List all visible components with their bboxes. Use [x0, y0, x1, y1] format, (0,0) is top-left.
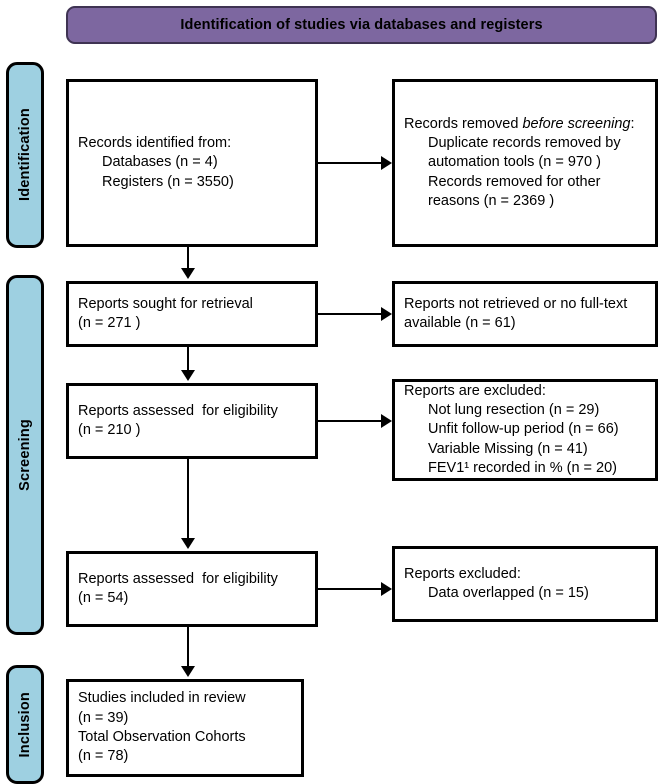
- reports-excluded-first-heading: Reports are excluded:: [404, 382, 546, 399]
- connector-identified-to-removed: [318, 162, 384, 164]
- reports-excluded-first-item3: Variable Missing (n = 41): [428, 440, 588, 457]
- reports-excluded-second-item1: Data overlapped (n = 15): [428, 585, 589, 601]
- studies-included-line1: Studies included in review: [78, 690, 246, 707]
- box-records-removed: Records removed before screening: Duplic…: [392, 79, 658, 247]
- box-reports-not-retrieved: Reports not retrieved or no full-text av…: [392, 281, 658, 347]
- box-studies-included: Studies included in review (n = 39) Tota…: [66, 679, 304, 777]
- reports-not-retrieved-line1: Reports not retrieved or no full-text av…: [404, 295, 632, 331]
- box-reports-assessed-second: Reports assessed for eligibility (n = 54…: [66, 551, 318, 627]
- studies-included-count: (n = 39): [78, 709, 129, 726]
- records-identified-line1: Records identified from:: [78, 135, 232, 152]
- records-removed-heading-a: Records removed: [404, 115, 523, 132]
- connector-assessed-second-to-excluded-second-arrowhead-icon: [381, 582, 392, 596]
- reports-assessed-second-count: (n = 54): [78, 590, 129, 606]
- box-reports-assessed-first: Reports assessed for eligibility (n = 21…: [66, 383, 318, 459]
- stage-band-identification-label: Identification: [17, 108, 33, 202]
- reports-excluded-second-heading: Reports excluded:: [404, 565, 521, 582]
- records-removed-heading-b: :: [630, 115, 635, 132]
- reports-sought-line1: Reports sought for retrieval: [78, 295, 253, 312]
- connector-sought-to-assessed-first: [187, 347, 189, 372]
- connector-sought-to-not-retrieved: [318, 313, 384, 315]
- box-reports-sought: Reports sought for retrieval (n = 271 ): [66, 281, 318, 347]
- connector-assessed-second-to-included-arrowhead-icon: [181, 666, 195, 677]
- stage-band-inclusion-label: Inclusion: [17, 691, 33, 758]
- studies-included-cohorts-count: (n = 78): [78, 748, 129, 765]
- stage-band-screening: Screening: [6, 275, 44, 635]
- box-reports-excluded-first: Reports are excluded: Not lung resection…: [392, 379, 658, 481]
- box-records-identified: Records identified from: Databases (n = …: [66, 79, 318, 247]
- reports-excluded-first-item1: Not lung resection (n = 29): [428, 402, 600, 419]
- connector-assessed-first-to-assessed-second-arrowhead-icon: [181, 538, 195, 549]
- reports-assessed-first-line1: Reports assessed for eligibility: [78, 402, 278, 419]
- reports-sought-count: (n = 271 ): [78, 315, 141, 331]
- records-identified-registers: Registers (n = 3550): [102, 173, 234, 190]
- reports-excluded-first-item2: Unfit follow-up period (n = 66): [428, 421, 619, 438]
- connector-identified-to-removed-arrowhead-icon: [381, 156, 392, 170]
- connector-identified-to-sought: [187, 247, 189, 270]
- stage-band-inclusion: Inclusion: [6, 665, 44, 784]
- stage-band-screening-label: Screening: [17, 419, 33, 491]
- stage-band-identification: Identification: [6, 62, 44, 248]
- records-removed-duplicates: Duplicate records removed by automation …: [428, 135, 625, 171]
- records-identified-databases: Databases (n = 4): [102, 154, 218, 171]
- reports-assessed-first-count: (n = 210 ): [78, 422, 141, 438]
- connector-assessed-second-to-excluded-second: [318, 588, 384, 590]
- connector-sought-to-not-retrieved-arrowhead-icon: [381, 307, 392, 321]
- connector-sought-to-assessed-first-arrowhead-icon: [181, 370, 195, 381]
- diagram-header-banner: Identification of studies via databases …: [66, 6, 657, 44]
- connector-assessed-second-to-included: [187, 627, 189, 668]
- records-removed-other: Records removed for other reasons (n = 2…: [428, 173, 605, 209]
- box-reports-excluded-second: Reports excluded: Data overlapped (n = 1…: [392, 546, 658, 622]
- studies-included-cohorts-line: Total Observation Cohorts: [78, 729, 246, 745]
- connector-assessed-first-to-excluded-first: [318, 420, 384, 422]
- reports-assessed-second-line1: Reports assessed for eligibility: [78, 570, 278, 587]
- diagram-header-title: Identification of studies via databases …: [180, 17, 543, 33]
- records-removed-heading: Records removed before screening:: [404, 115, 646, 134]
- connector-assessed-first-to-excluded-first-arrowhead-icon: [381, 414, 392, 428]
- reports-excluded-first-item4: FEV1¹ recorded in % (n = 20): [428, 459, 617, 476]
- records-removed-heading-italic: before screening: [522, 115, 631, 132]
- connector-assessed-first-to-assessed-second: [187, 459, 189, 540]
- connector-identified-to-sought-arrowhead-icon: [181, 268, 195, 279]
